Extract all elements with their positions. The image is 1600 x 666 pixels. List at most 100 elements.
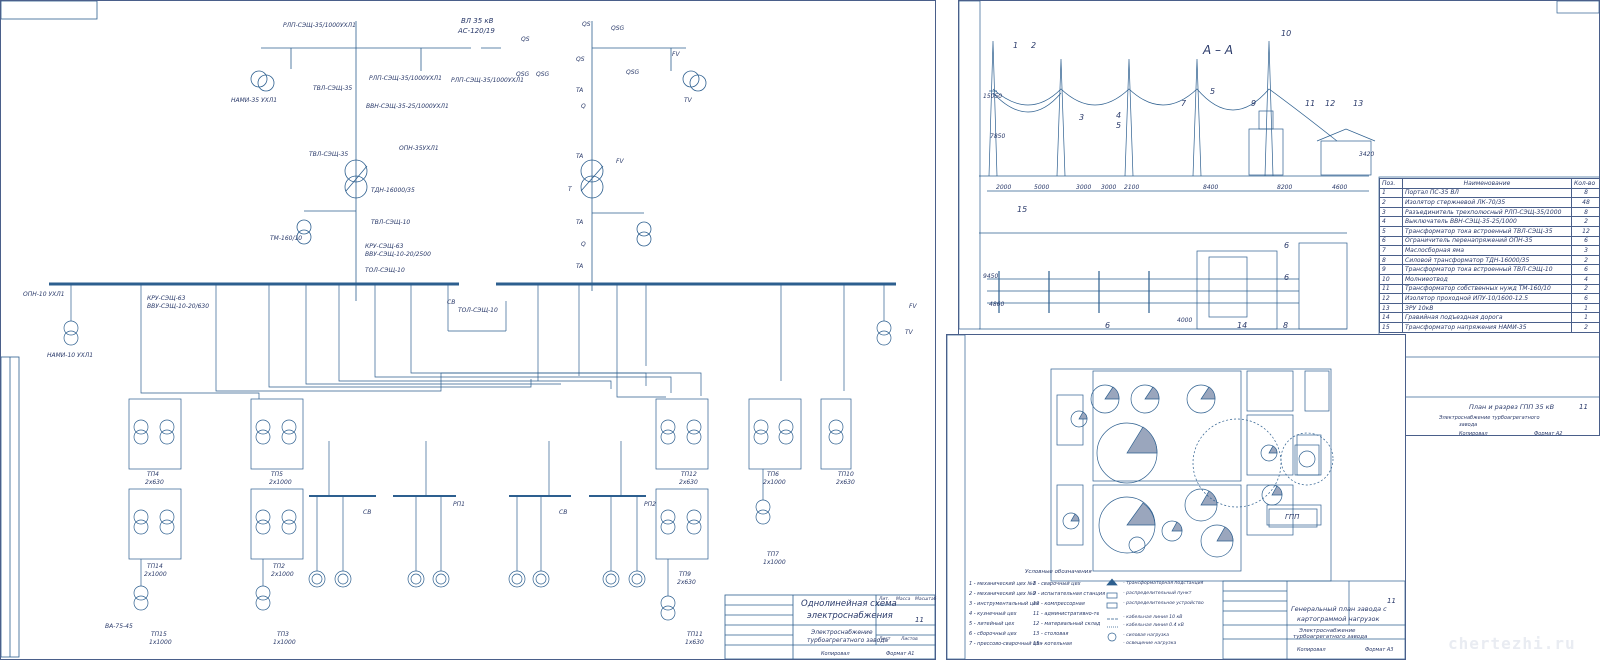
callout: 6 — [1284, 241, 1290, 250]
tp-rating: 2х630 — [679, 479, 698, 486]
callout: 12 — [1325, 99, 1336, 108]
plan-dim-2: 4860 — [989, 301, 1005, 308]
section-title: А – А — [1203, 43, 1234, 57]
spec-table: Поз. Наименование Кол-во 1 Портал ПС-35 В… — [1379, 178, 1600, 333]
spec-qty: 6 — [1571, 264, 1600, 275]
label-tv-1: TV — [684, 97, 692, 104]
stamp-scale: Масштаб — [915, 597, 937, 602]
spec-pos: 2 — [1379, 197, 1403, 208]
spec-name: Маслосборная яма — [1402, 245, 1572, 256]
label-tol10b: ТОЛ-СЭЩ-10 — [458, 307, 498, 314]
label-rlp-right: РЛП-СЭЩ-35/1000УХЛ1 — [451, 77, 524, 84]
label-ta-1: TA — [576, 87, 584, 94]
tp-rating: 2х1000 — [763, 479, 786, 486]
va-label: ВА-75-45 — [105, 623, 133, 630]
spec-name: Изолятор проходной ИПУ-10/1600-12.5 — [1402, 293, 1572, 304]
single-line-schematic — [1, 1, 935, 659]
spec-qty: 1 — [1571, 312, 1600, 323]
tp-label: ТП14 — [147, 563, 163, 570]
label-tvl35b: ТВЛ-СЭЩ-35 — [309, 151, 349, 158]
spec-name: Выключатель ВВН-СЭЩ-35-25/1000 — [1402, 216, 1572, 227]
spec-qty: 48 — [1571, 197, 1600, 208]
legend-left-item: 2 - механический цех №2 — [969, 591, 1036, 597]
sv-rp2-label: СВ — [559, 509, 568, 516]
tp-rating: 1х1000 — [149, 639, 172, 646]
label-ta-3: TA — [576, 219, 584, 226]
stamp-listov: Листов — [901, 637, 918, 642]
legend-title: Условные обозначения — [1025, 569, 1092, 575]
spec-name: Ограничитель перенапряжений ОПН-35 — [1402, 235, 1572, 247]
spec-pos: 13 — [1379, 302, 1403, 314]
spec-pos: 6 — [1379, 235, 1403, 247]
legend-mid-item: 13 - столовая — [1033, 631, 1069, 637]
stamp-title-1: Однолинейная схема — [801, 599, 897, 609]
label-kru2: КРУ-СЭЩ-63 — [147, 295, 186, 302]
callout: 8 — [1283, 321, 1289, 330]
line-title: ВЛ 35 кВ — [461, 17, 494, 25]
general-plan-drawing — [947, 335, 1405, 659]
spec-pos: 12 — [1379, 293, 1403, 304]
callout: 4 — [1116, 111, 1122, 120]
legend-mid-item: 8 - сварочный цех — [1033, 581, 1081, 587]
stamp-sub-1: Электроснабжение — [811, 629, 873, 636]
label-q-2: Q — [581, 241, 586, 248]
legend-mid-item: 15 - котельная — [1033, 641, 1072, 647]
dim-v-1: 15050 — [983, 93, 1003, 100]
tp-label: ТП15 — [151, 631, 167, 638]
rp2-label: РП2 — [644, 501, 656, 508]
tp-label: ТП9 — [679, 571, 691, 578]
legend-left-item: 1 - механический цех №1 — [969, 581, 1036, 587]
stamp2-kopir: Копировал — [1459, 431, 1488, 437]
stamp-mass: Масса — [896, 597, 911, 602]
spec-name: Трансформатор тока встроенный ТВЛ-СЭЩ-10 — [1402, 264, 1572, 275]
tp-rating: 2х1000 — [144, 571, 167, 578]
tp-label: ТП7 — [767, 551, 779, 558]
tp-label: ТП5 — [271, 471, 283, 478]
callout: 1 — [1013, 41, 1019, 50]
legend-mid-item: 12 - материальный склад — [1033, 621, 1101, 627]
sheet-single-line-diagram: ВЛ 35 кВ АС-120/19 РЛП-СЭЩ-35/1000УХЛ1 Н… — [0, 0, 936, 660]
legend-left-item: 4 - кузнечный цех — [969, 611, 1017, 617]
label-tvl10: ТВЛ-СЭЩ-10 — [371, 219, 411, 226]
spec-header-name: Наименование — [1402, 178, 1572, 189]
spec-qty: 6 — [1571, 293, 1600, 304]
spec-name: Портал ПС-35 ВЛ — [1402, 187, 1572, 199]
stamp3-kopir: Копировал — [1297, 647, 1326, 653]
label-fv-3: FV — [909, 303, 917, 310]
label-vvu: ВВУ-СЭЩ-10-20/2500 — [365, 251, 431, 258]
rp1-label: РП1 — [453, 501, 465, 508]
legend-right-item: - кабельная линия 0.4 кВ — [1123, 623, 1184, 628]
spec-header-row: Поз. Наименование Кол-во — [1379, 178, 1600, 189]
label-qsg-3: QSG — [536, 71, 550, 78]
spec-pos: 9 — [1379, 264, 1403, 275]
tp-label: ТП12 — [681, 471, 697, 478]
spec-qty: 6 — [1571, 235, 1600, 247]
legend-mid-item: 9 - испытательная станция — [1033, 591, 1106, 597]
spec-pos: 4 — [1379, 216, 1403, 227]
spec-qty: 12 — [1571, 225, 1600, 237]
stamp-sheet-no: 11 — [915, 616, 924, 624]
spec-qty: 2 — [1571, 216, 1600, 227]
label-tvl35: ТВЛ-СЭЩ-35 — [313, 85, 353, 92]
dim-h-6: 8400 — [1203, 184, 1219, 191]
spec-name: Трансформатор тока встроенный ТВЛ-СЭЩ-35 — [1402, 225, 1572, 237]
legend-right-item: - освещение нагрузка — [1123, 641, 1177, 646]
dim-h-5: 2100 — [1124, 184, 1140, 191]
tp-rating: 2х630 — [145, 479, 164, 486]
tp-rating: 1х1000 — [763, 559, 786, 566]
callout: 6 — [1284, 273, 1290, 282]
callout: 7 — [1181, 99, 1187, 108]
line-conductor: АС-120/19 — [458, 27, 495, 35]
callout: 9 — [1251, 99, 1257, 108]
label-nami10: НАМИ-10 УХЛ1 — [47, 352, 94, 359]
label-qsg-1: QSG — [611, 25, 625, 32]
gpp-section-drawing — [959, 1, 1599, 435]
plan-dim-1: 9450 — [983, 273, 999, 280]
spec-pos: 14 — [1379, 312, 1403, 323]
gpp-label: ГПП — [1285, 513, 1300, 521]
